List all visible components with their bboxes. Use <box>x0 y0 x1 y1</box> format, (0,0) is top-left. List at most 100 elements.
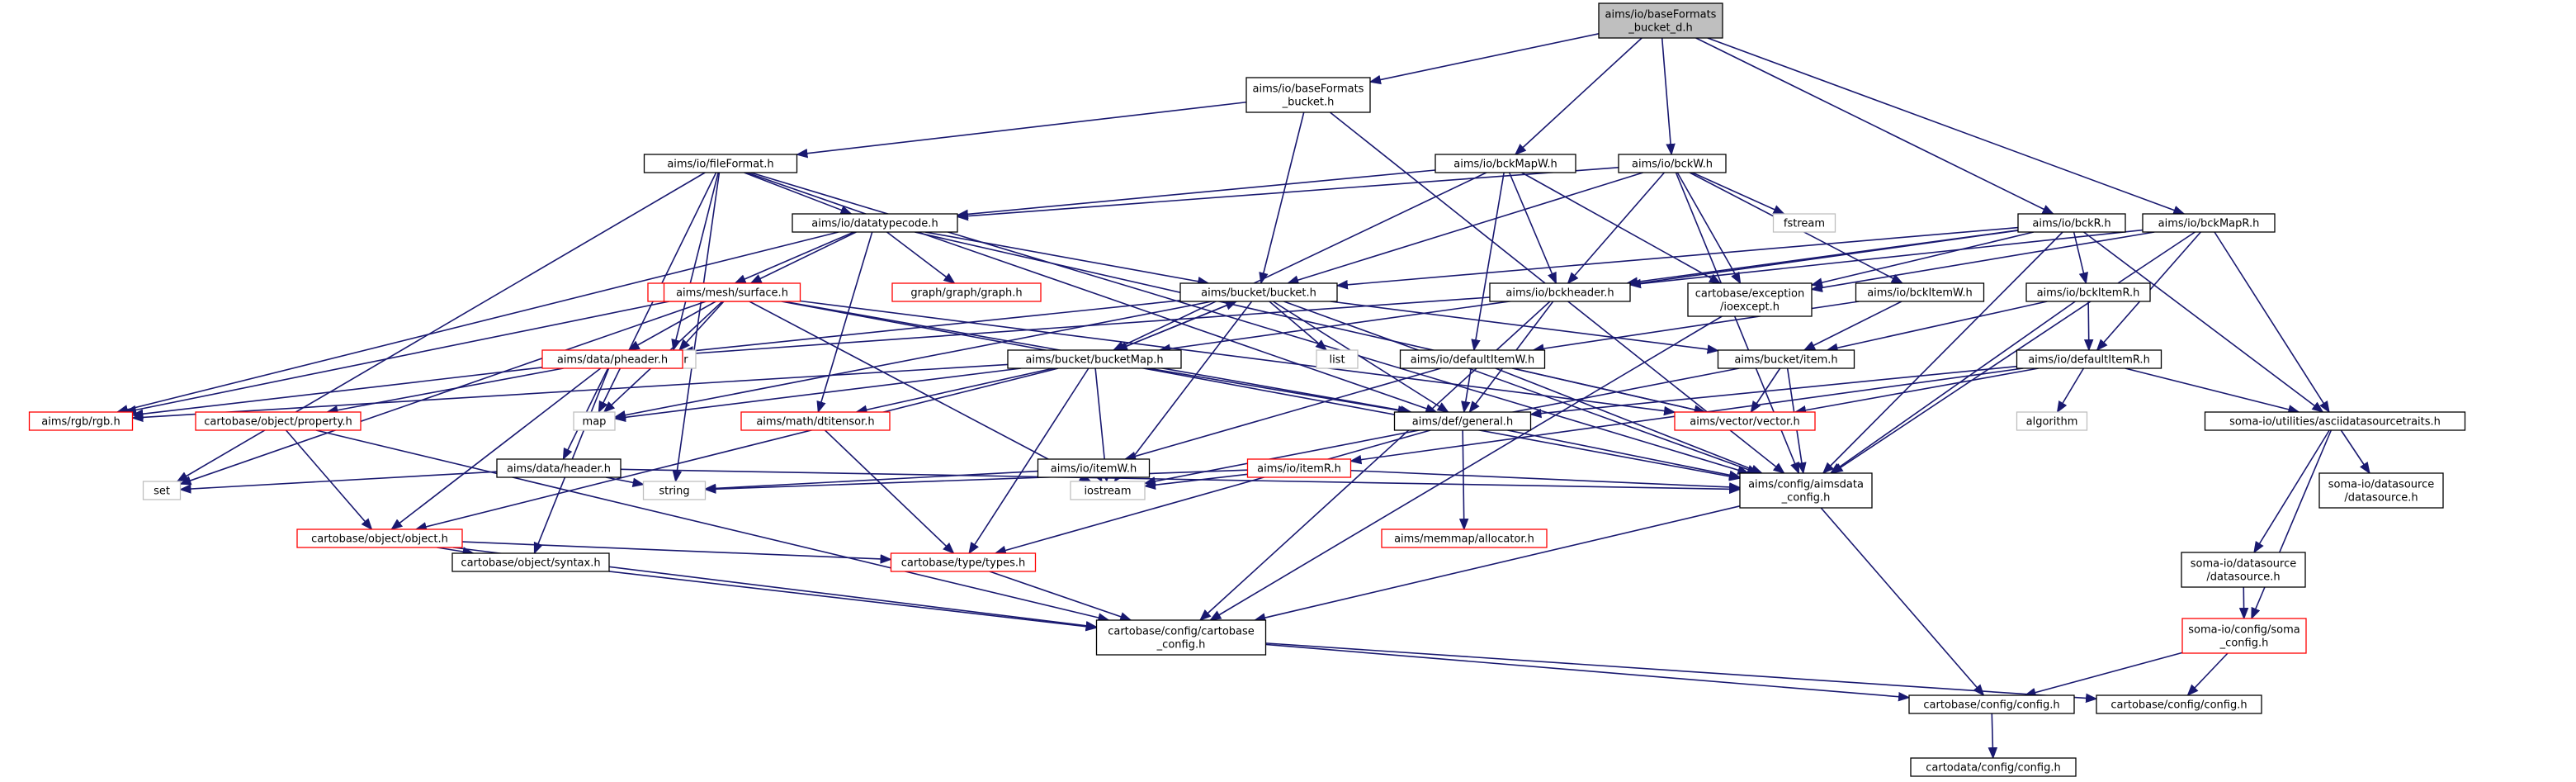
node-label-baseFormats_bucket_d: aims/io/baseFormats <box>1605 9 1717 21</box>
edge-bckMapR-to-ioexcept <box>1810 231 2155 292</box>
node-bucketMap[interactable]: aims/bucket/bucketMap.h <box>1007 349 1182 369</box>
node-bckW[interactable]: aims/io/bckW.h <box>1618 154 1727 173</box>
node-syntax[interactable]: cartobase/object/syntax.h <box>451 552 610 572</box>
edge-defaultItemW-to-aimsdata_config <box>1495 367 1763 474</box>
node-label-surface: aims/mesh/surface.h <box>676 287 788 300</box>
edge-header-to-set <box>179 471 498 494</box>
node-bckItemW[interactable]: aims/io/bckItemW.h <box>1855 282 1985 302</box>
node-surface[interactable]: aims/mesh/surface.h <box>663 282 801 302</box>
node-datasource_utils[interactable]: soma-io/datasource/datasource.h <box>2318 472 2444 509</box>
node-defaultItemW[interactable]: aims/io/defaultItemW.h <box>1399 349 1546 369</box>
edge-surface-to-pheader <box>627 301 716 351</box>
node-cartodata_config[interactable]: cartodata/config/config.h <box>1910 757 2077 777</box>
node-general[interactable]: aims/def/general.h <box>1393 411 1532 431</box>
edge-bckW-to-ioexcept <box>1676 172 1742 285</box>
edge-defaultItemR-to-general <box>1529 365 2017 419</box>
node-property[interactable]: cartobase/object/property.h <box>195 411 362 431</box>
node-box-itemW <box>1037 458 1151 478</box>
node-box-header <box>496 458 622 478</box>
node-fileFormat[interactable]: aims/io/fileFormat.h <box>643 154 798 173</box>
edge-baseFormats_bucket_d-to-bckMapR <box>1707 37 2186 215</box>
node-dtitensor[interactable]: aims/math/dtitensor.h <box>740 411 891 431</box>
node-pheader[interactable]: aims/data/pheader.h <box>541 349 683 369</box>
node-label-cartobase_config: cartobase/config/cartobase <box>1108 626 1255 638</box>
node-box-types <box>890 552 1037 572</box>
node-types[interactable]: cartobase/type/types.h <box>890 552 1037 572</box>
edge-baseFormats_bucket_d-to-bckW <box>1661 37 1676 156</box>
edge-bckMapR-to-aimsdata_config <box>1831 231 2196 474</box>
node-iostream: iostream <box>1070 481 1146 500</box>
node-aimsdata_config[interactable]: aims/config/aimsdata_config.h <box>1739 472 1873 509</box>
node-itemR[interactable]: aims/io/itemR.h <box>1246 458 1352 478</box>
edge-bckItemR-to-defaultItemR <box>2083 301 2094 352</box>
node-bckMapW[interactable]: aims/io/bckMapW.h <box>1435 154 1576 173</box>
edge-itemW-to-string <box>704 470 1038 494</box>
node-vectorh[interactable]: aims/vector/vector.h <box>1674 411 1816 431</box>
node-box-bucketMap <box>1007 349 1182 369</box>
edge-bucket-to-map <box>613 301 1212 420</box>
node-set: set <box>142 481 182 500</box>
node-label-pheader: aims/data/pheader.h <box>557 354 668 367</box>
edge-property-to-cartobase_config <box>315 429 1110 623</box>
node-bckItemR[interactable]: aims/io/bckItemR.h <box>2025 282 2151 302</box>
edge-fileFormat-to-datatypecode <box>744 172 853 215</box>
node-header[interactable]: aims/data/header.h <box>496 458 622 478</box>
node-label-aimsdata_config: _config.h <box>1781 492 1831 505</box>
node-box-config_b <box>2096 694 2262 714</box>
edge-fileFormat-to-string <box>672 172 721 483</box>
edge-baseFormats_bucket-to-bucket <box>1259 111 1305 285</box>
node-box-bckItemW <box>1855 282 1985 302</box>
node-item[interactable]: aims/bucket/item.h <box>1717 349 1855 369</box>
node-cartobase_config[interactable]: cartobase/config/cartobase_config.h <box>1095 619 1267 656</box>
node-label-header: aims/data/header.h <box>507 463 611 476</box>
node-label-datasource: /datasource.h <box>2206 571 2280 584</box>
node-bckheader[interactable]: aims/io/bckheader.h <box>1489 282 1631 302</box>
edge-surface-to-vector <box>678 301 725 352</box>
node-label-types: cartobase/type/types.h <box>901 557 1025 570</box>
node-box-algorithm <box>2016 411 2088 431</box>
edge-asciidatasourcetraits-to-soma_config <box>2251 429 2333 620</box>
node-soma_config[interactable]: soma-io/config/soma_config.h <box>2181 618 2307 654</box>
node-label-config_b: cartobase/config/config.h <box>2110 699 2247 712</box>
edge-bckItemR-to-aimsdata_config <box>1829 301 2076 474</box>
node-map: map <box>573 411 616 431</box>
node-datatypecode[interactable]: aims/io/datatypecode.h <box>792 213 958 233</box>
node-ioexcept[interactable]: cartobase/exception/ioexcept.h <box>1687 282 1813 317</box>
node-bckMapR[interactable]: aims/io/bckMapR.h <box>2142 213 2276 233</box>
edge-baseFormats_bucket-to-fileFormat <box>796 101 1247 159</box>
edge-datatypecode-to-graph <box>886 231 956 284</box>
node-label-soma_config: _config.h <box>2219 637 2269 650</box>
node-itemW[interactable]: aims/io/itemW.h <box>1037 458 1151 478</box>
node-defaultItemR[interactable]: aims/io/defaultItemR.h <box>2016 349 2162 369</box>
edge-bckW-to-bucket <box>1286 172 1643 285</box>
node-box-rgb <box>28 411 134 431</box>
node-config_a[interactable]: cartobase/config/config.h <box>1908 694 2075 714</box>
node-allocator[interactable]: aims/memmap/allocator.h <box>1381 528 1548 548</box>
node-label-list: list <box>1329 354 1345 367</box>
edge-pheader-to-property <box>325 367 564 415</box>
node-label-fileFormat: aims/io/fileFormat.h <box>667 159 773 171</box>
node-rgb[interactable]: aims/rgb/rgb.h <box>28 411 134 431</box>
node-box-defaultItemR <box>2016 349 2162 369</box>
node-config_b[interactable]: cartobase/config/config.h <box>2096 694 2262 714</box>
node-box-defaultItemW <box>1399 349 1546 369</box>
edge-bucketMap-to-types <box>968 367 1089 555</box>
edge-defaultItemR-to-vectorh <box>1794 367 2039 415</box>
edge-syntax-to-cartobase_config <box>608 571 1098 632</box>
node-asciidatasourcetraits[interactable]: soma-io/utilities/asciidatasourcetraits.… <box>2204 411 2466 431</box>
node-box-fileFormat <box>643 154 798 173</box>
node-box-baseFormats_bucket <box>1245 77 1371 113</box>
node-label-ioexcept: cartobase/exception <box>1695 288 1804 301</box>
edge-itemR-to-iostream <box>1143 473 1248 490</box>
edge-datatypecode-to-rgb <box>116 231 839 415</box>
edge-bckheader-to-pheader <box>681 296 1491 358</box>
node-baseFormats_bucket_d[interactable]: aims/io/baseFormats_bucket_d.h <box>1598 2 1723 39</box>
node-baseFormats_bucket[interactable]: aims/io/baseFormats_bucket.h <box>1245 77 1371 113</box>
node-label-datasource_utils: /datasource.h <box>2344 492 2418 505</box>
node-list: list <box>1316 349 1359 369</box>
node-bckR[interactable]: aims/io/bckR.h <box>2017 213 2126 233</box>
node-object[interactable]: cartobase/object/object.h <box>296 528 463 548</box>
node-graph[interactable]: graph/graph/graph.h <box>891 282 1042 302</box>
node-datasource[interactable]: soma-io/datasource/datasource.h <box>2181 552 2306 588</box>
node-bucket[interactable]: aims/bucket/bucket.h <box>1179 282 1338 302</box>
